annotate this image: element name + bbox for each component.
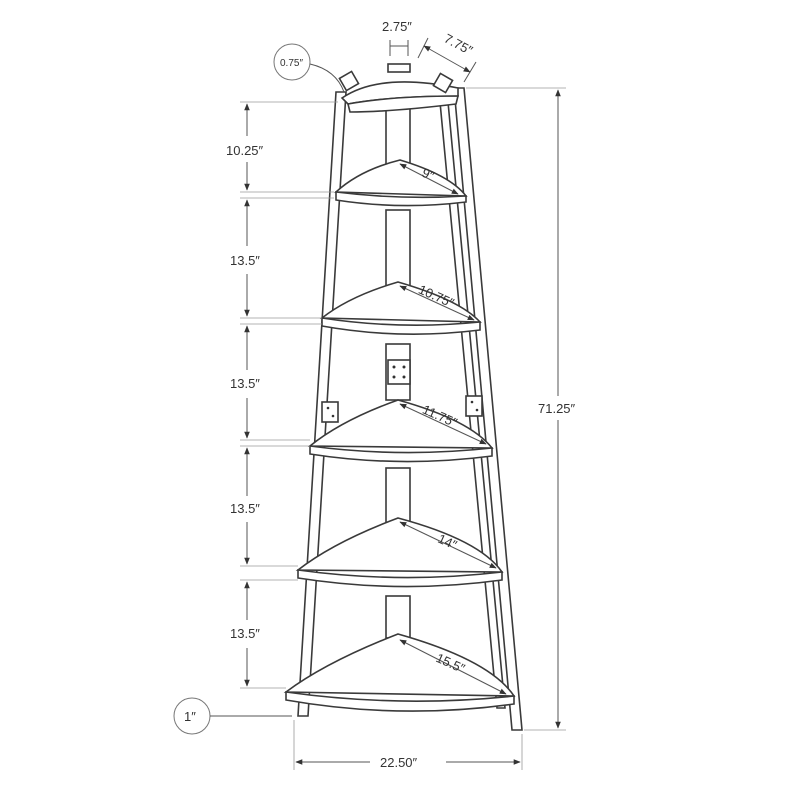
- thickness-callout: 0.75″: [273, 43, 345, 93]
- shelf-unit: [283, 63, 523, 731]
- spacing-3-label: 13.5″: [230, 376, 260, 391]
- spacing-1-label: 10.25″: [226, 143, 264, 158]
- top-width-dimension: 2.75″: [382, 19, 412, 56]
- shelf-5: [283, 633, 516, 712]
- top-width-label: 2.75″: [382, 19, 412, 34]
- shelf-4: [295, 517, 504, 588]
- spacing-5-label: 13.5″: [230, 626, 260, 641]
- back-panel-5: [385, 595, 411, 639]
- shelf-2: [319, 281, 482, 335]
- back-panel-4: [385, 467, 411, 525]
- back-panel-1: [385, 107, 411, 169]
- overall-width-label: 22.50″: [380, 755, 418, 770]
- left-spacing-dimensions: 10.25″ 13.5″ 13.5″ 13.5″ 13.5″: [226, 101, 338, 689]
- spacing-4-label: 13.5″: [230, 501, 260, 516]
- spacing-2-label: 13.5″: [230, 253, 260, 268]
- top-depth-label: 7.75″: [442, 31, 476, 58]
- thickness-label: 0.75″: [280, 58, 303, 69]
- shelf-depth-4-label: 14″: [436, 531, 460, 553]
- shelf-top: [338, 63, 460, 113]
- right-leg: [453, 87, 523, 731]
- bottom-leg-callout: 1″: [173, 697, 292, 735]
- overall-height-label: 71.25″: [538, 401, 576, 416]
- bracket-left: [321, 401, 339, 423]
- bottom-leg-label: 1″: [184, 709, 196, 724]
- bracket-right: [465, 395, 483, 417]
- top-depth-dimension: 7.75″: [417, 31, 477, 83]
- overall-height-dimension: 71.25″: [466, 87, 576, 731]
- back-panel-2: [385, 209, 411, 287]
- overall-width-dimension: 22.50″: [293, 720, 523, 770]
- bracket-center: [387, 359, 411, 385]
